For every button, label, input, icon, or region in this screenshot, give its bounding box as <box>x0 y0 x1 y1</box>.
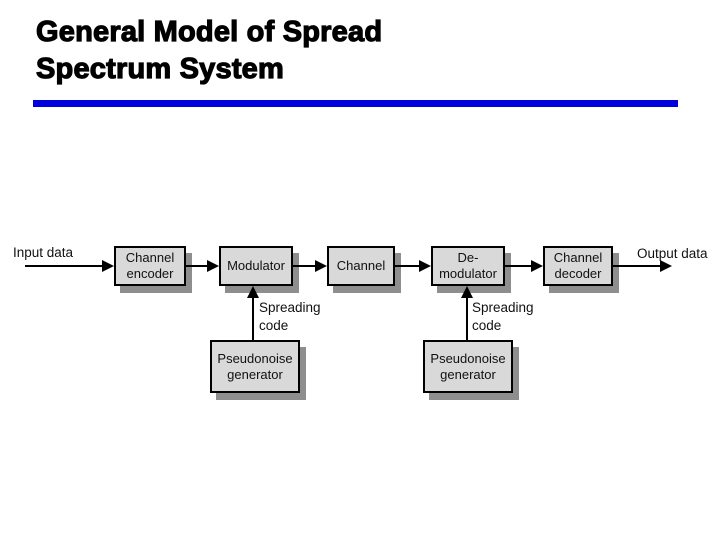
arrow-decoder-to-output <box>613 260 672 272</box>
modulator-box: Modulator <box>219 246 293 286</box>
pseudonoise-generator-left-box: Pseudonoise generator <box>210 340 300 393</box>
slide-title: General Model of Spread Spectrum System <box>35 15 383 85</box>
arrow-demodulator-to-decoder <box>505 260 543 272</box>
arrow-pn-left-to-modulator <box>247 286 259 340</box>
channel-encoder-box: Channel encoder <box>114 246 186 286</box>
channel-decoder-box: Channel decoder <box>543 246 613 286</box>
demodulator-box: De- modulator <box>431 246 505 286</box>
input-data-label: Input data <box>13 245 74 260</box>
arrow-encoder-to-modulator <box>186 260 219 272</box>
output-data-label: Output data <box>637 246 708 261</box>
arrow-channel-to-demodulator <box>395 260 431 272</box>
channel-box: Channel <box>327 246 395 286</box>
arrow-modulator-to-channel <box>293 260 327 272</box>
spreading-code-left-label: Spreading code <box>259 300 321 333</box>
title-underline-rule <box>33 100 678 107</box>
arrow-input-to-encoder <box>25 260 114 272</box>
spreading-code-right-label: Spreading code <box>472 300 534 333</box>
arrow-pn-right-to-demodulator <box>461 286 473 340</box>
pseudonoise-generator-right-box: Pseudonoise generator <box>423 340 513 393</box>
